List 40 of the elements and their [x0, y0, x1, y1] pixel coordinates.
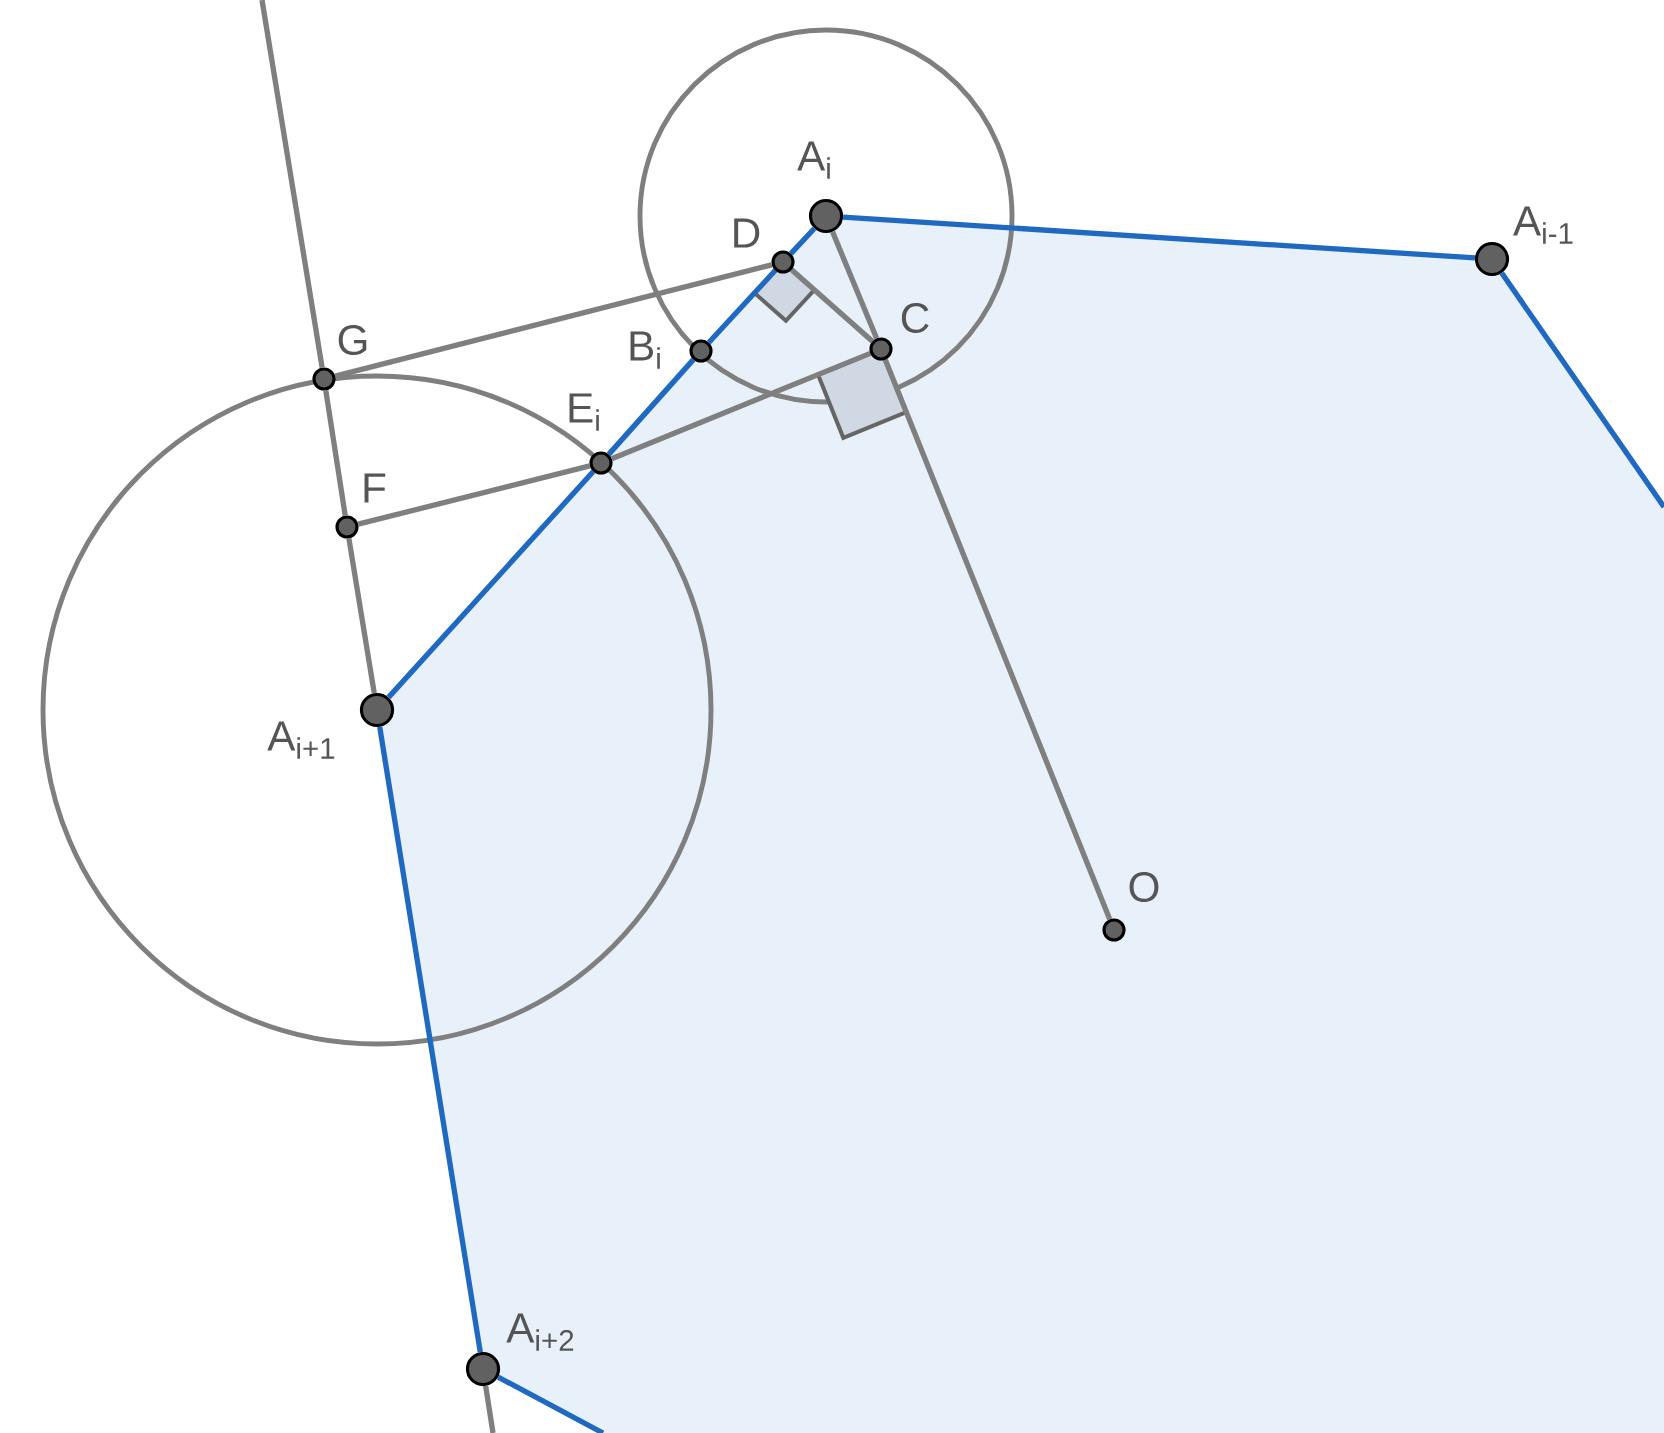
point: A$_{i-1}$: [1474, 206, 1573, 277]
line-segment: [496, 1374, 605, 1433]
point: F: [335, 473, 386, 539]
node-label: C: [901, 303, 929, 333]
line-segment: [377, 726, 483, 1353]
line-segment: [483, 1385, 496, 1433]
line-segment: [334, 262, 773, 379]
line-segment: [606, 357, 696, 457]
node-label: A$_{i+1}$: [267, 721, 335, 759]
node-label: A$_{i+2}$: [506, 1313, 574, 1351]
line-segment: [706, 268, 778, 345]
line-segment: [386, 469, 596, 700]
node-label: F: [364, 473, 386, 503]
node-label: A$_{i-1}$: [1513, 206, 1573, 244]
line-segment: [882, 358, 1113, 921]
line-segment: [323, 390, 348, 516]
line-segment: [610, 350, 872, 462]
line-segment: [788, 226, 817, 256]
line-segment: [830, 230, 880, 340]
node-label: B$_{i}$: [630, 331, 660, 369]
line-segment: [1499, 271, 1664, 509]
line-segment: [789, 267, 875, 344]
node-label: G: [338, 325, 367, 355]
point: E$_{i}$: [569, 393, 613, 475]
point: D: [734, 218, 795, 274]
node-label: D: [734, 218, 760, 248]
point: A$_{i+2}$: [465, 1313, 574, 1387]
line-segment: [259, 0, 325, 369]
point: B$_{i}$: [630, 331, 713, 369]
line-segment: [842, 214, 1476, 261]
point: A$_{i+1}$: [267, 692, 395, 759]
point: A$_{i}$: [797, 141, 844, 234]
point: C: [869, 303, 929, 361]
node-label: A$_{i}$: [797, 141, 830, 179]
point: G: [312, 325, 367, 391]
line-segment: [346, 538, 377, 694]
line-segment: [357, 463, 591, 527]
node-label: E$_{i}$: [569, 393, 599, 431]
point: O: [1102, 872, 1159, 942]
node-label: O: [1129, 872, 1159, 902]
